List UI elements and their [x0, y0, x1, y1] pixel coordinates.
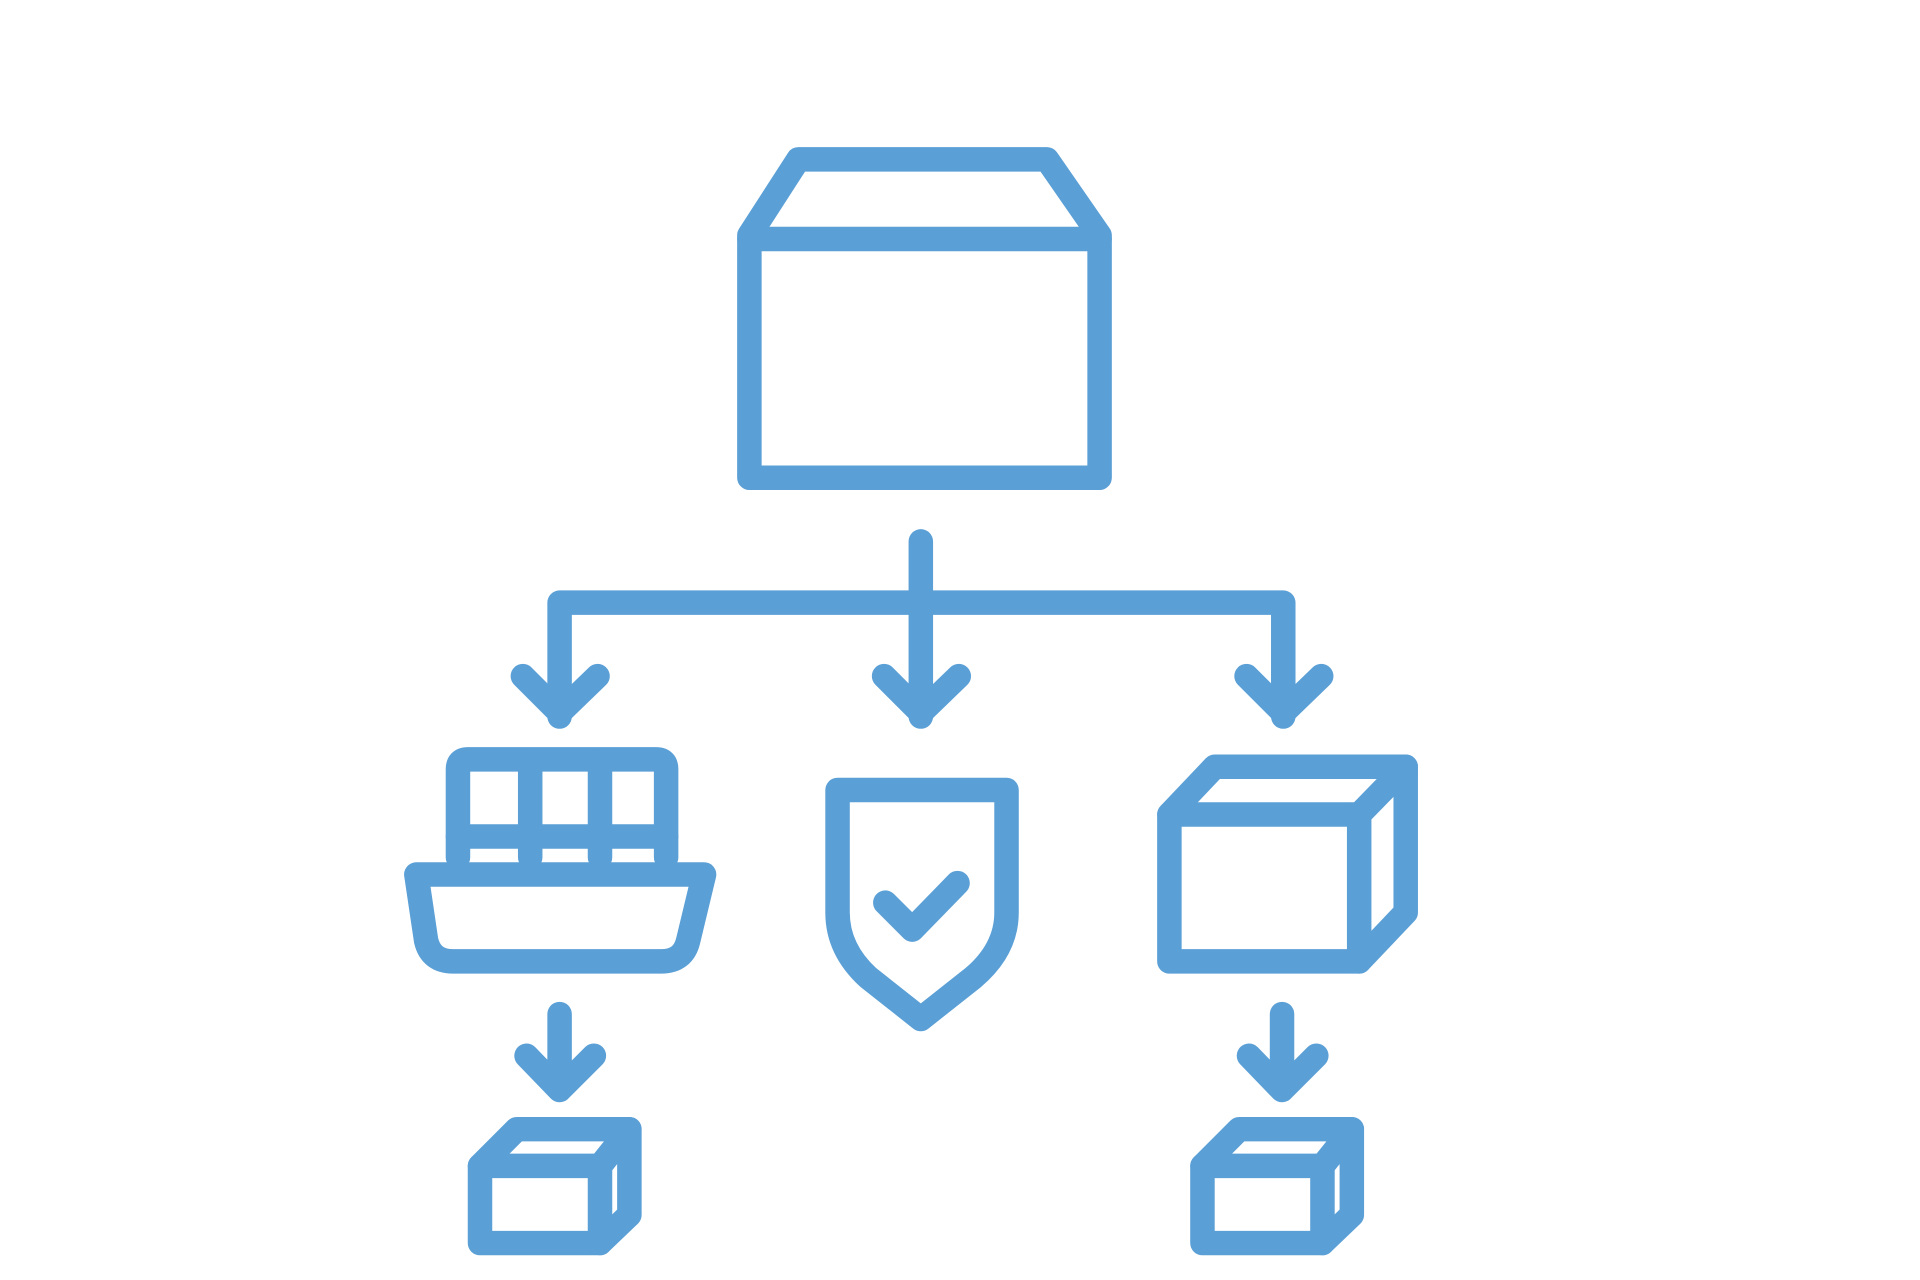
small-box-icon: [1190, 1116, 1365, 1256]
package-box-icon: [1157, 754, 1418, 974]
cargo-ship-icon: [404, 747, 717, 974]
arrow-down-icon: [871, 663, 972, 726]
shield-check-icon: [825, 777, 1019, 1032]
arrow-down-icon: [510, 663, 610, 726]
small-box-icon: [467, 1116, 642, 1256]
branch-connector: [547, 529, 1296, 729]
arrow-down-icon: [1236, 1001, 1329, 1103]
arrow-down-icon: [514, 1001, 607, 1103]
arrow-down-icon: [1234, 663, 1334, 726]
open-box-icon: [737, 147, 1112, 490]
